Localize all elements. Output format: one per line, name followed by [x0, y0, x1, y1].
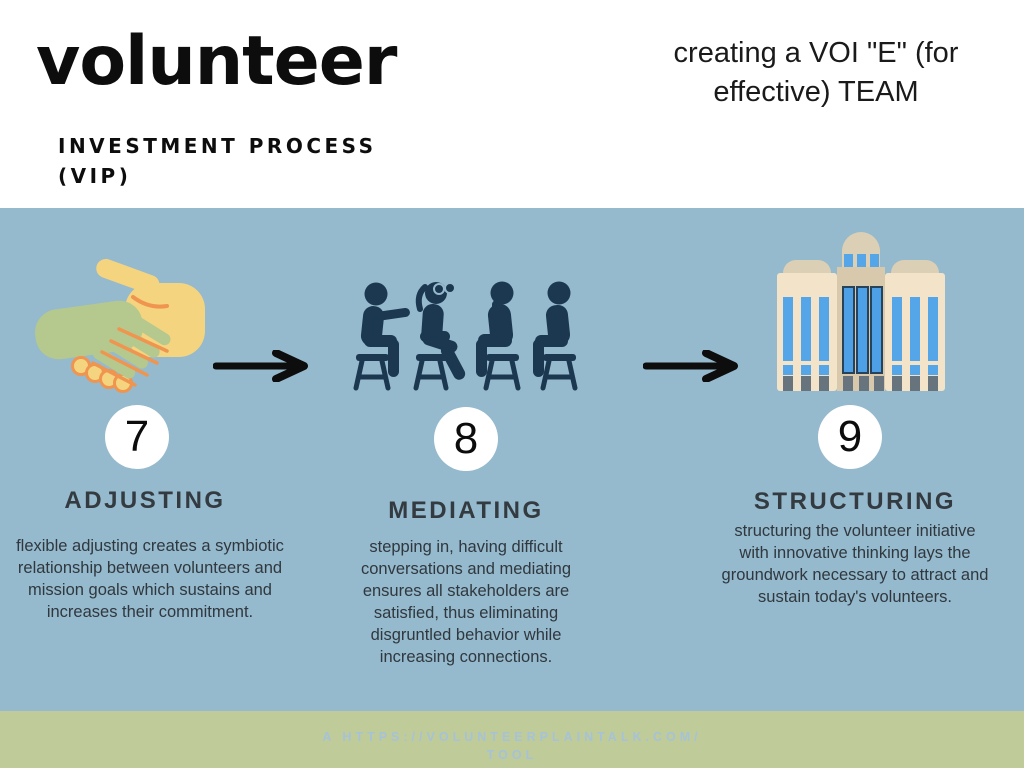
step-description: flexible adjusting creates a symbiotic r… — [16, 537, 284, 621]
person-figure-1 — [353, 282, 410, 391]
person-figure-3 — [476, 281, 521, 391]
building-tower — [842, 232, 880, 270]
brand-logo: volunteer — [36, 22, 397, 101]
building-icon — [777, 232, 945, 391]
step-number-badge: 8 — [434, 407, 498, 471]
step-description: stepping in, having difficult conversati… — [360, 538, 572, 666]
step-title-mediating: MEDIATING — [388, 497, 544, 524]
step-title-structuring: STRUCTURING — [753, 488, 957, 515]
step-number: 9 — [837, 412, 863, 461]
footer: A HTTPS://VOLUNTEERPLAINTALK.COM/ TOOL — [0, 711, 1024, 768]
yellow-hand — [96, 258, 205, 357]
person-figure-2 — [413, 282, 466, 391]
brand-subtitle-line2: (VIP) — [58, 164, 132, 188]
building-base — [783, 376, 938, 391]
step-number: 8 — [453, 414, 479, 463]
building-windows — [783, 286, 938, 375]
meeting-icon — [353, 281, 578, 391]
step-number: 7 — [124, 412, 150, 461]
step-number-badge: 9 — [818, 405, 882, 469]
step-title-adjusting: ADJUSTING — [64, 487, 226, 514]
green-fingers — [91, 308, 171, 387]
brand-subtitle-line1: INVESTMENT PROCESS — [58, 134, 377, 158]
step-number-badge: 7 — [105, 405, 169, 469]
person-figure-4 — [533, 281, 578, 391]
arrow-right-icon — [213, 350, 308, 382]
arrow-right-icon — [643, 350, 738, 382]
handshake-icon — [35, 258, 205, 393]
footer-url-line: A HTTPS://VOLUNTEERPLAINTALK.COM/ — [322, 730, 702, 744]
page-title: creating a VOI "E" (for effective) TEAM — [673, 37, 959, 108]
step-description: structuring the volunteer initiative wit… — [721, 522, 989, 606]
footer-attribution: A HTTPS://VOLUNTEERPLAINTALK.COM/ TOOL — [0, 711, 1024, 764]
footer-tool-line: TOOL — [486, 748, 538, 762]
